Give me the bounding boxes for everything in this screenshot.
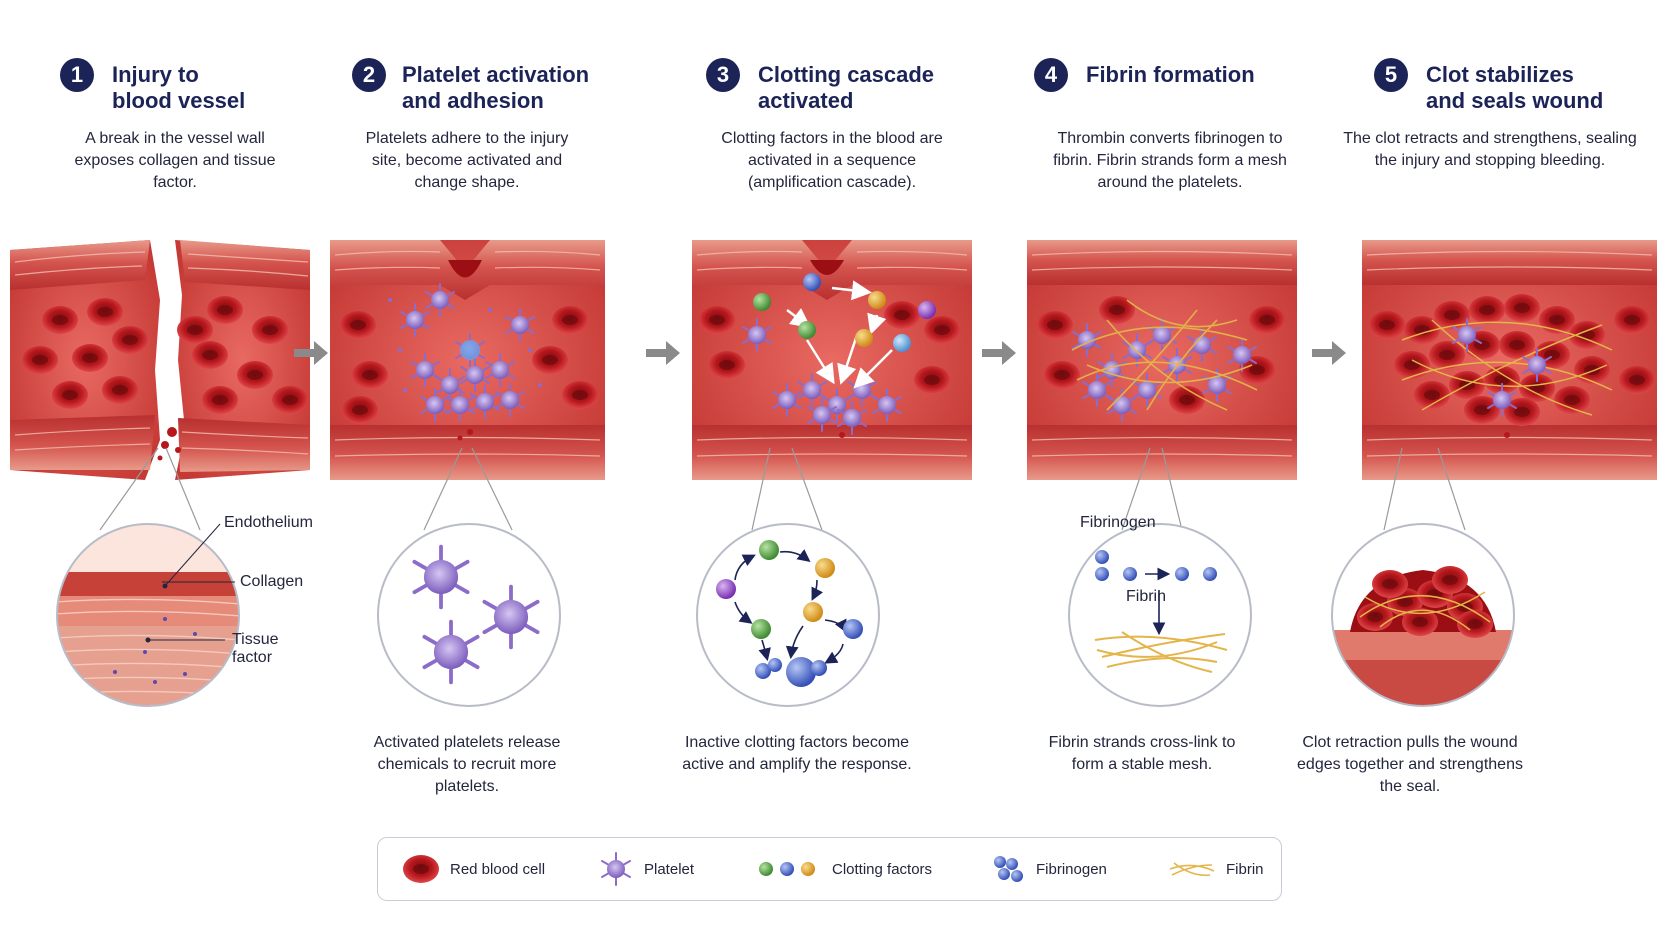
step-2-badge: 2 (352, 58, 386, 92)
step-4: 4 Fibrin formation Thrombin converts fib… (1012, 0, 1332, 941)
fibrin-label: Fibrin (1126, 588, 1167, 605)
step-1-badge: 1 (60, 58, 94, 92)
fibrinogen-label: Fibrinogen (1080, 514, 1156, 531)
step-3: 3 Clotting cascade activated Clotting fa… (642, 0, 972, 941)
step-arrow-4 (1312, 341, 1346, 365)
platelet-icon (601, 852, 631, 886)
red-blood-cell-icon (403, 855, 439, 883)
step-1: 1 Injury to blood vessel A break in the … (0, 0, 320, 941)
step-2-caption: Activated platelets release chemicals to… (373, 734, 561, 795)
step-4-caption: Fibrin strands cross-link to form a stab… (1048, 734, 1236, 773)
step-3-zoom-connector (751, 447, 823, 531)
step-1-description: A break in the vessel wall exposes colla… (74, 130, 276, 191)
endothelium-label: Endothelium (224, 514, 313, 531)
collagen-label: Collagen (240, 573, 304, 590)
fibrin-icon (1169, 862, 1215, 877)
legend-label-platelet: Platelet (644, 860, 695, 878)
legend: Red blood cell Platelet Clotting factors… (377, 837, 1282, 901)
step-4-badge: 4 (1034, 58, 1068, 92)
step-3-zoom-circle (696, 523, 880, 707)
step-3-description: Clotting factors in the blood are activa… (721, 130, 943, 191)
step-3-title: Clotting cascade activated (758, 62, 935, 113)
legend-label-fibrinogen: Fibrinogen (1036, 860, 1107, 878)
step-5-zoom-connector (1383, 447, 1466, 531)
step-2-zoom-connector (423, 447, 513, 531)
legend-label-fibrin: Fibrin (1226, 860, 1264, 878)
step-5: 5 Clot stabilizes and seals wound The cl… (1297, 0, 1660, 941)
step-1-label-lines (145, 523, 235, 643)
step-4-header: 4 Fibrin formation (1012, 58, 1332, 118)
step-4-zoom-circle (1068, 523, 1252, 707)
legend-item-red-blood-cell: Red blood cell (402, 838, 545, 900)
step-2-description: Platelets adhere to the injury site, bec… (365, 130, 569, 191)
legend-item-platelet: Platelet (598, 838, 694, 900)
step-2-title: Platelet activation and adhesion (402, 62, 590, 113)
step-1-zoom-circle (56, 523, 240, 707)
step-5-badge: 5 (1374, 58, 1408, 92)
step-arrow-2 (646, 341, 680, 365)
step-5-title: Clot stabilizes and seals wound (1426, 62, 1604, 113)
step-5-vessel-illustration (1362, 240, 1657, 480)
step-3-header: 3 Clotting cascade activated (642, 58, 962, 118)
step-1-title: Injury to blood vessel (112, 62, 246, 113)
step-4-zoom-connector (1121, 447, 1183, 531)
legend-label-red-blood-cell: Red blood cell (450, 860, 546, 878)
clotting-factors-icon (759, 862, 815, 876)
legend-item-fibrinogen: Fibrinogen (990, 838, 1107, 900)
step-1-vessel-illustration (10, 240, 310, 480)
step-2-header: 2 Platelet activation and adhesion (312, 58, 632, 118)
step-4-title: Fibrin formation (1086, 62, 1255, 87)
step-2: 2 Platelet activation and adhesion Plate… (312, 0, 632, 941)
step-1-header: 1 Injury to blood vessel (0, 58, 320, 118)
legend-item-fibrin: Fibrin (1168, 838, 1264, 900)
step-5-description: The clot retracts and strengthens, seali… (1343, 130, 1637, 169)
step-4-description: Thrombin converts fibrinogen to fibrin. … (1053, 130, 1287, 191)
step-2-vessel-illustration (330, 240, 605, 480)
fibrinogen-icon (994, 856, 1023, 882)
step-5-header: 5 Clot stabilizes and seals wound (1340, 58, 1660, 118)
tissue-factor-label: Tissue factor (232, 631, 279, 666)
legend-label-clotting-factors: Clotting factors (832, 860, 933, 878)
step-5-caption: Clot retraction pulls the wound edges to… (1297, 734, 1523, 795)
step-3-caption: Inactive clotting factors become active … (682, 734, 912, 773)
legend-item-clotting-factors: Clotting factors (756, 838, 932, 900)
step-4-vessel-illustration (1027, 240, 1297, 480)
step-2-zoom-circle (377, 523, 561, 707)
step-arrow-1 (294, 341, 328, 365)
step-3-badge: 3 (706, 58, 740, 92)
step-3-vessel-illustration (692, 240, 972, 480)
step-arrow-3 (982, 341, 1016, 365)
step-1-zoom-connector (99, 447, 201, 531)
step-5-zoom-circle (1331, 523, 1515, 707)
